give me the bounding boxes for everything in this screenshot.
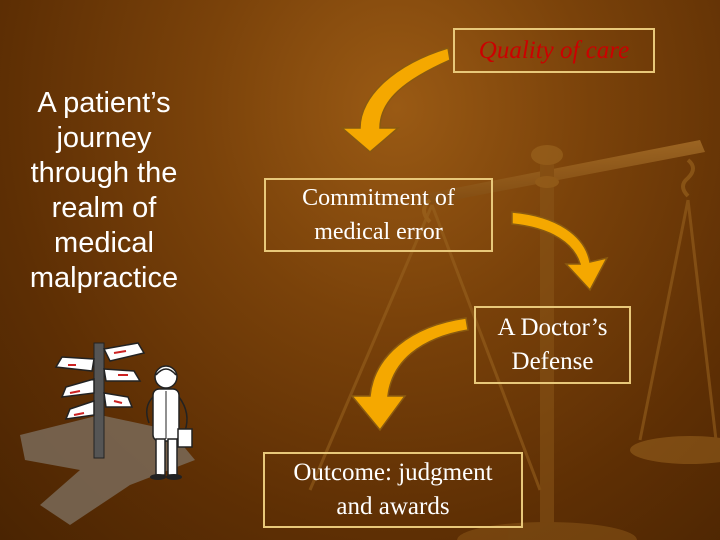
- slide-title: A patient’s journey through the realm of…: [29, 87, 179, 294]
- signpost-person-icon: [20, 342, 195, 525]
- step-doctors-defense: A Doctor’s Defense: [474, 306, 631, 384]
- step-commitment-of-error: Commitment of medical error: [264, 178, 493, 252]
- step-outcome: Outcome: judgment and awards: [263, 452, 523, 528]
- step-quality-of-care: Quality of care: [453, 28, 655, 73]
